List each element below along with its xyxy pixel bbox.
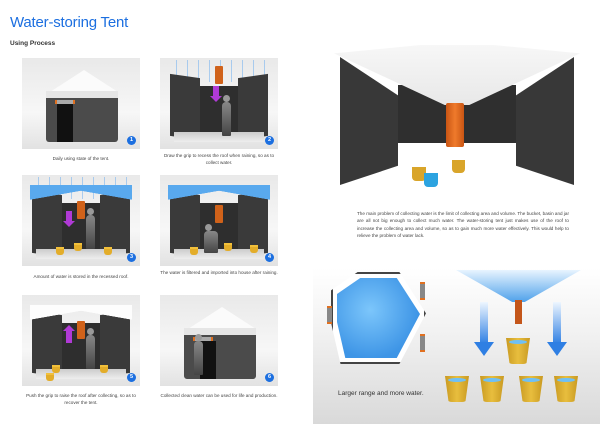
- person-figure: [222, 95, 231, 136]
- bucket: [480, 376, 504, 402]
- hero-tent-render: [322, 45, 592, 195]
- tent-roof: [188, 307, 256, 329]
- step-badge: 2: [265, 136, 274, 145]
- step-4-caption: The water is filtered and imported into …: [160, 270, 278, 275]
- arrow-down-icon: [547, 302, 567, 356]
- step-3-image: 3: [22, 175, 140, 266]
- tent-band: [184, 328, 256, 335]
- step-badge: 6: [265, 373, 274, 382]
- panel-caption: Larger range and more water.: [338, 390, 424, 397]
- step-4-image: 4: [160, 175, 278, 266]
- bucket: [554, 376, 578, 402]
- bucket: [250, 245, 258, 253]
- tent-floor: [36, 369, 126, 379]
- bucket: [506, 338, 530, 364]
- step-2-caption: Draw the grip to recess the roof when ra…: [163, 153, 275, 165]
- bucket: [52, 365, 60, 373]
- step-badge: 5: [127, 373, 136, 382]
- clamp: [327, 306, 332, 324]
- bucket: [190, 247, 198, 255]
- description-text: The main problem of collecting water is …: [357, 211, 569, 239]
- step-5-image: 5: [22, 295, 140, 386]
- tent-floor: [174, 132, 264, 142]
- step-6-caption: Collected clean water can be used for li…: [160, 393, 278, 398]
- tent-roof: [50, 70, 118, 92]
- bucket-blue: [424, 173, 438, 187]
- tent-right-wall: [238, 73, 268, 141]
- bucket: [74, 243, 82, 251]
- tent-back-wall: [198, 86, 240, 132]
- person-figure: [86, 328, 95, 369]
- tent-door: [57, 104, 73, 142]
- bucket: [519, 376, 543, 402]
- clamp: [420, 282, 425, 300]
- water-roof-left: [30, 185, 82, 205]
- step-5-caption: Push the grip to raise the roof after co…: [26, 393, 136, 405]
- bucket: [46, 373, 54, 381]
- step-2-image: 2: [160, 58, 278, 149]
- step-badge: 1: [127, 136, 136, 145]
- tent-floor: [174, 249, 264, 259]
- page-title: Water-storing Tent: [10, 14, 129, 31]
- water-roof-right: [218, 185, 270, 205]
- bucket: [56, 247, 64, 255]
- clamp: [420, 334, 425, 352]
- bucket: [445, 376, 469, 402]
- tent-band: [46, 91, 118, 98]
- person-figure: [86, 208, 95, 249]
- step-1-caption: Daily using state of the tent.: [52, 156, 110, 161]
- bucket: [224, 243, 232, 251]
- water-roof-right: [80, 185, 132, 205]
- filter-pipe: [77, 321, 85, 339]
- section-subtitle: Using Process: [10, 40, 56, 47]
- step-1-image: 1: [22, 58, 140, 149]
- bucket: [104, 247, 112, 255]
- filter-pipe: [515, 300, 522, 324]
- bucket: [100, 365, 108, 373]
- funnel-water: [456, 270, 581, 302]
- arrow-up-icon: [63, 325, 75, 343]
- tent-left-wall: [170, 73, 200, 141]
- step-3-caption: Amount of water is stored in the recesse…: [33, 274, 129, 279]
- filter-pipe: [215, 66, 223, 84]
- water-roof-left: [168, 185, 220, 205]
- comparison-panel: Larger range and more water.: [313, 268, 600, 424]
- tent-roof-right: [80, 305, 132, 325]
- filter-pipe: [446, 103, 464, 147]
- tent-roll: [55, 100, 75, 104]
- arrow-down-icon: [474, 302, 494, 356]
- bucket-yellow: [412, 167, 426, 181]
- tent-roll: [193, 337, 213, 341]
- filter-pipe: [77, 201, 85, 219]
- step-6-image: 6: [160, 295, 278, 386]
- tent-roof-left: [30, 305, 82, 325]
- person-crouching: [204, 224, 218, 253]
- tent-door: [200, 341, 216, 379]
- filter-pipe: [215, 205, 223, 223]
- person-figure: [194, 334, 203, 375]
- arrow-down-icon: [63, 211, 75, 227]
- tent-floor: [36, 249, 126, 259]
- bucket-yellow: [452, 160, 465, 173]
- step-badge: 4: [265, 253, 274, 262]
- step-badge: 3: [127, 253, 136, 262]
- arrow-down-icon: [210, 86, 222, 102]
